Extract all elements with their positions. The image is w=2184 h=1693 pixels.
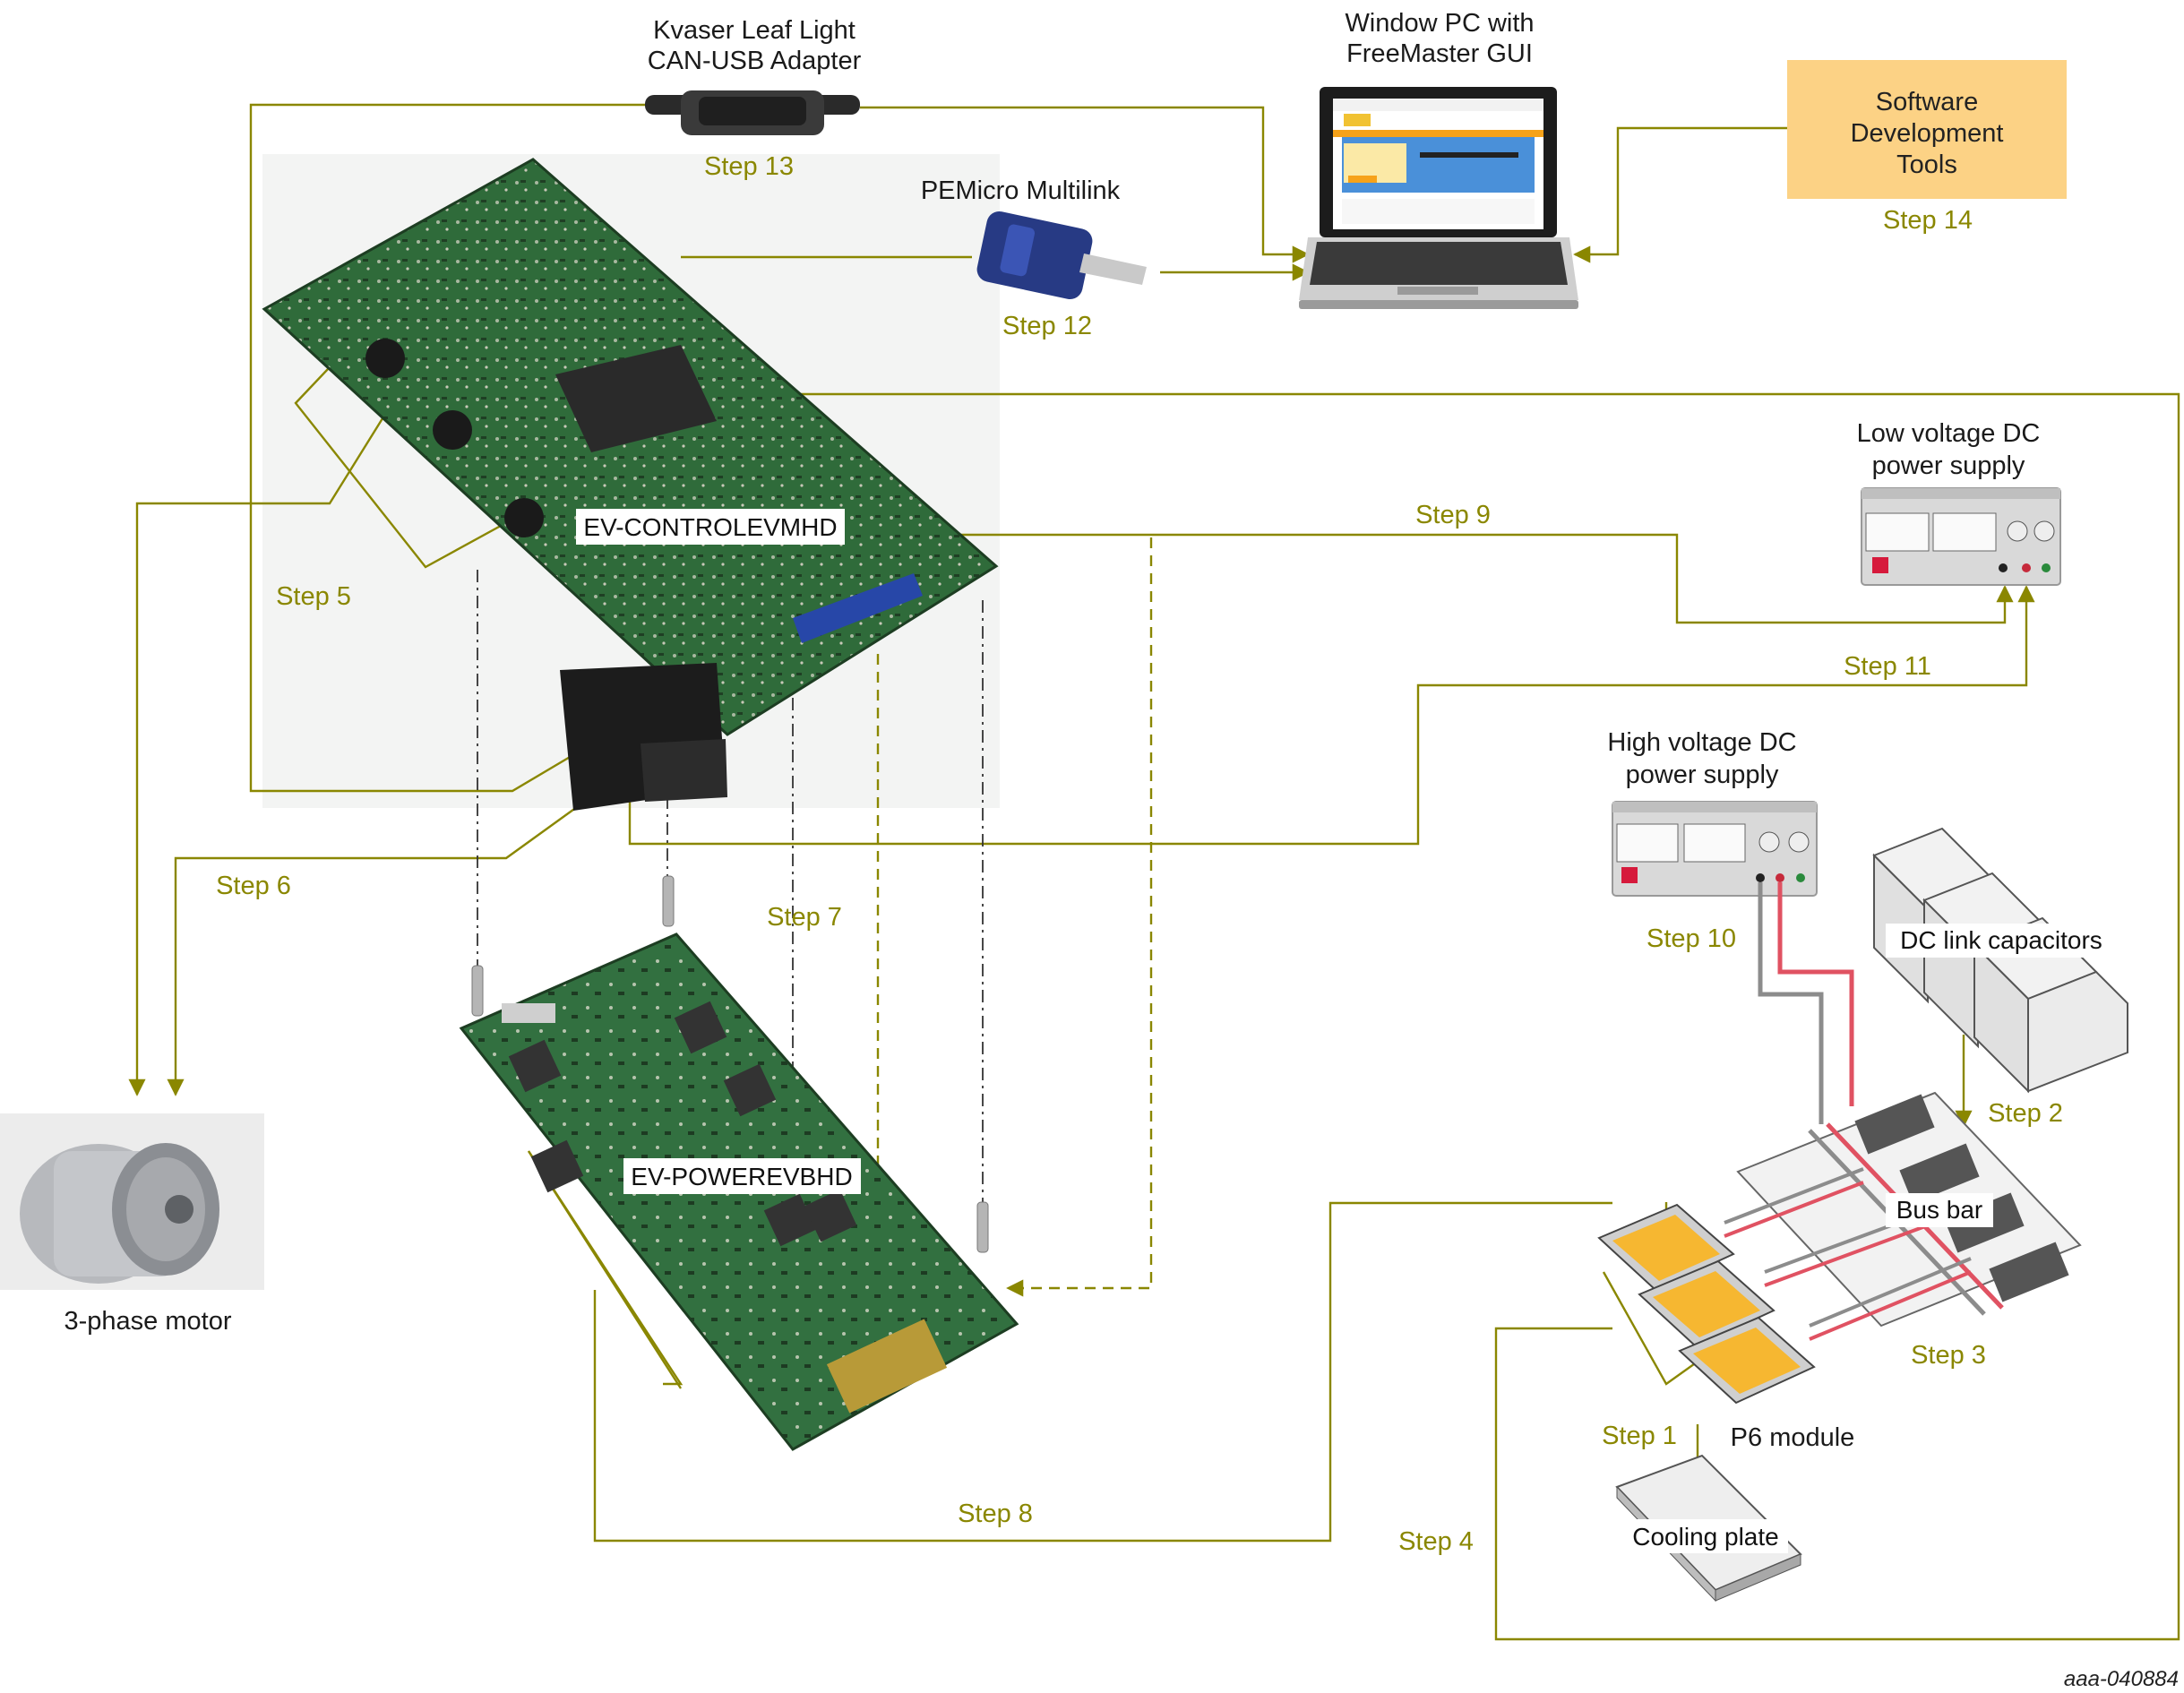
figure-reference-id: aaa-040884 [2064,1667,2179,1691]
pemicro-label: PEMicro Multilink [921,176,1121,205]
high-voltage-supply-image [1612,801,1818,897]
pc-label-line1: Window PC with [1345,9,1534,38]
pemicro-debugger-image [976,211,1147,299]
low-voltage-supply-image [1861,487,2061,586]
kvaser-label-line2: CAN-USB Adapter [648,47,862,75]
hv-cable-grey [1758,882,1824,1124]
cooling-plate-label: Cooling plate [1632,1523,1778,1551]
power-board-label-bg [623,1158,861,1194]
dc-link-label-bg [1886,924,2117,958]
step-9-label: Step 9 [1415,501,1491,529]
dc-link-capacitors-image [1872,827,2128,1094]
software-tools-line2: Development [1851,119,2004,148]
step-10-label: Step 10 [1647,924,1736,953]
hv-supply-label-line1: High voltage DC [1607,728,1796,757]
p6-module-label: P6 module [1731,1423,1855,1452]
kvaser-adapter-image [645,90,860,135]
software-tools-box [1787,60,2067,199]
software-tools-line1: Software [1876,88,1978,116]
step-6-label: Step 6 [216,872,291,900]
step-13-label: Step 13 [704,152,794,181]
motor-label: 3-phase motor [64,1307,232,1336]
control-board-image [262,158,999,811]
software-tools-line3: Tools [1896,150,1957,179]
step-12-label: Step 12 [1002,312,1092,340]
kvaser-label-line1: Kvaser Leaf Light [653,16,856,45]
hv-supply-label-line2: power supply [1626,761,1779,789]
control-board-label-bg [576,509,845,545]
lv-supply-label-line1: Low voltage DC [1857,419,2041,448]
step-4-label: Step 4 [1398,1527,1474,1556]
power-board-label: EV-POWEREVBHD [631,1163,852,1190]
step-14-label: Step 14 [1883,206,1973,235]
cooling-plate-label-bg [1623,1519,1788,1553]
step-11-label: Step 11 [1844,652,1931,681]
p6-module-image [1597,1203,1816,1405]
lv-supply-label-line2: power supply [1872,451,2025,480]
step-7-label: Step 7 [767,903,842,932]
pc-label-line2: FreeMaster GUI [1346,39,1533,68]
step-8-label: Step 8 [958,1500,1033,1528]
step-5-label: Step 5 [276,582,351,611]
bus-bar-label: Bus bar [1896,1196,1983,1224]
hv-cable-red [1777,882,1854,1106]
control-board-label: EV-CONTROLEVMHD [583,513,837,541]
bus-bar-label-bg [1886,1193,1993,1227]
step-1-label: Step 1 [1602,1422,1677,1450]
laptop-image [1299,87,1578,309]
step-3-label: Step 3 [1911,1341,1986,1370]
motor-image [0,1113,264,1290]
step-2-label: Step 2 [1988,1099,2063,1128]
dc-link-label: DC link capacitors [1900,926,2102,954]
